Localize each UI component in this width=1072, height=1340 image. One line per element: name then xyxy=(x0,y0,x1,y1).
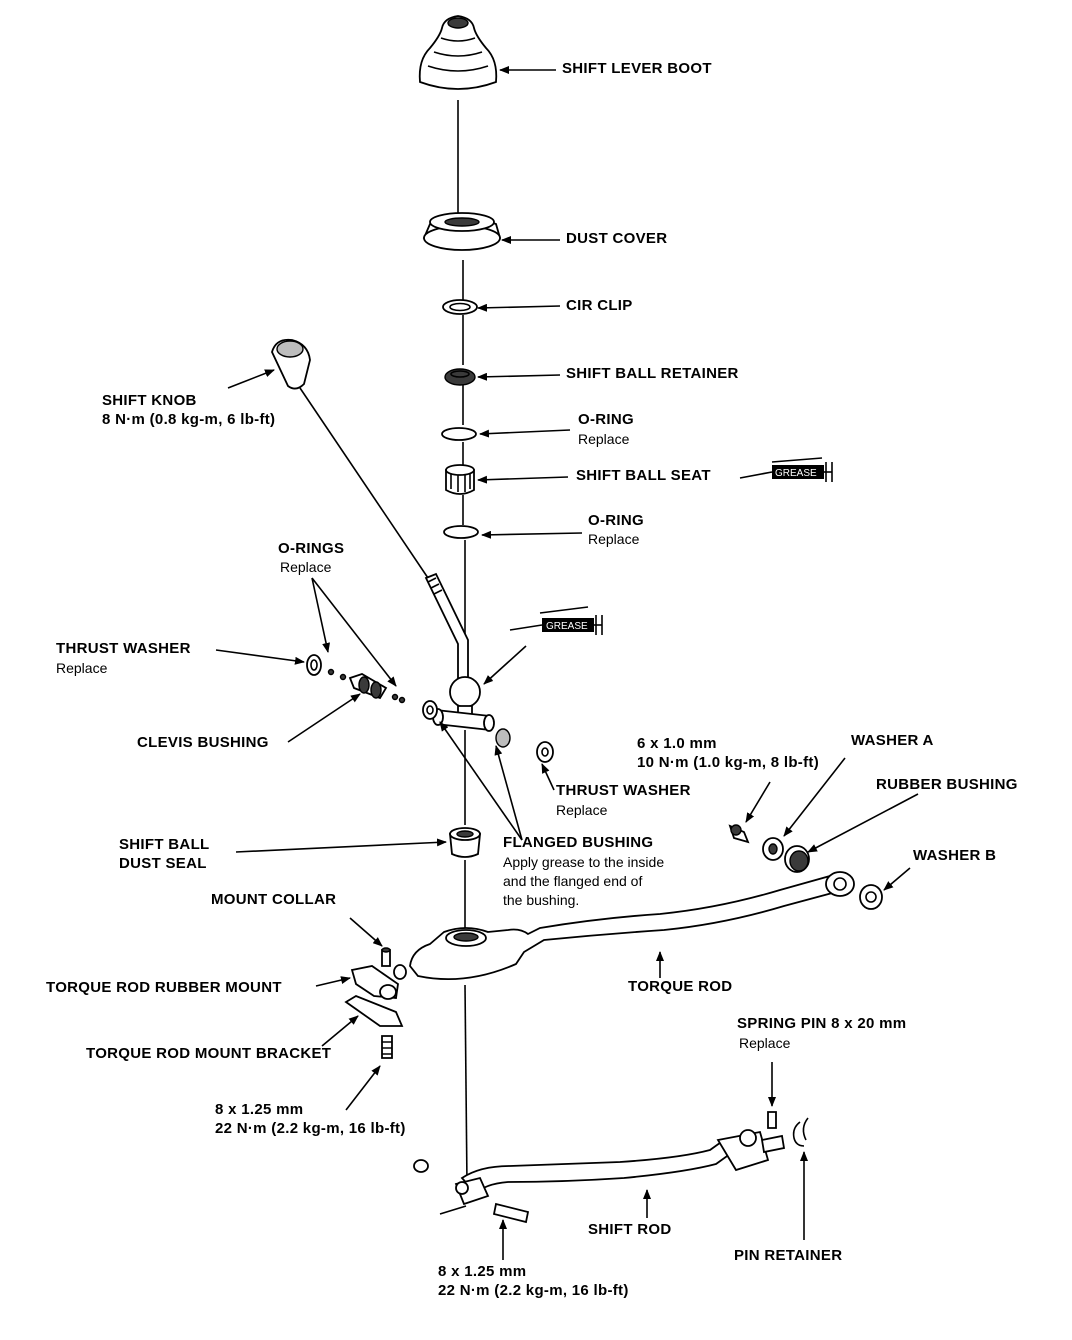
grease-gun-icon: GREASE xyxy=(739,457,833,482)
label-shift-ball-dust-seal-1: SHIFT BALL xyxy=(119,836,210,853)
shift-knob xyxy=(271,338,429,579)
shift-rod-assembly xyxy=(413,1111,809,1224)
label-flanged-bushing-note-3: the bushing. xyxy=(503,892,580,908)
o-ring-lower xyxy=(443,525,479,539)
label-o-ring-upper: O-RING xyxy=(578,411,634,428)
dust-cover xyxy=(422,212,502,251)
label-spring-pin-note: Replace xyxy=(739,1035,791,1051)
label-clevis-bushing: CLEVIS BUSHING xyxy=(137,734,269,751)
label-torque-rod: TORQUE ROD xyxy=(628,978,733,995)
label-bolt-8x125-top: 8 x 1.25 mm xyxy=(215,1101,304,1118)
shift-ball-seat xyxy=(445,464,475,495)
left-bushing-parts xyxy=(306,654,438,720)
label-o-rings-note: Replace xyxy=(280,559,332,575)
o-ring-upper xyxy=(441,427,477,441)
grease-gun-icon: GREASE xyxy=(509,606,603,635)
label-bolt-8x125-bottom-torque: 22 N·m (2.2 kg-m, 16 lb-ft) xyxy=(438,1282,629,1299)
label-dust-cover: DUST COVER xyxy=(566,230,668,247)
svg-text:GREASE: GREASE xyxy=(546,621,588,632)
label-pin-retainer: PIN RETAINER xyxy=(734,1247,843,1264)
shift-lever xyxy=(424,572,495,732)
label-bolt-8x125-bottom: 8 x 1.25 mm xyxy=(438,1263,527,1280)
shift-ball-dust-seal xyxy=(449,827,481,858)
label-torque-rod-mount-bracket: TORQUE ROD MOUNT BRACKET xyxy=(86,1045,332,1062)
label-o-ring-lower: O-RING xyxy=(588,512,644,529)
label-shift-knob-torque: 8 N·m (0.8 kg-m, 6 lb-ft) xyxy=(102,411,276,428)
label-bolt-8x125-top-torque: 22 N·m (2.2 kg-m, 16 lb-ft) xyxy=(215,1120,406,1137)
label-flanged-bushing-note-1: Apply grease to the inside xyxy=(503,854,665,870)
cir-clip xyxy=(442,299,478,315)
svg-text:GREASE: GREASE xyxy=(775,468,817,479)
label-flanged-bushing-note-2: and the flanged end of xyxy=(503,873,643,889)
label-o-ring-upper-note: Replace xyxy=(578,431,630,447)
label-mount-collar: MOUNT COLLAR xyxy=(211,891,337,908)
label-shift-ball-retainer: SHIFT BALL RETAINER xyxy=(566,365,739,382)
label-shift-rod: SHIFT ROD xyxy=(588,1221,672,1238)
label-flanged-bushing: FLANGED BUSHING xyxy=(503,834,654,851)
label-thrust-washer-left-note: Replace xyxy=(56,660,108,676)
label-shift-lever-boot: SHIFT LEVER BOOT xyxy=(562,60,712,77)
shift-ball-retainer xyxy=(444,368,476,386)
label-shift-knob: SHIFT KNOB xyxy=(102,392,197,409)
label-cir-clip: CIR CLIP xyxy=(566,297,633,314)
label-o-rings: O-RINGS xyxy=(278,540,345,557)
label-washer-a: WASHER A xyxy=(851,732,934,749)
torque-rod-end-parts xyxy=(728,824,883,910)
label-washer-b: WASHER B xyxy=(913,847,997,864)
torque-rod-mount-parts xyxy=(344,947,404,1059)
label-thrust-washer-right-note: Replace xyxy=(556,802,608,818)
label-rubber-bushing: RUBBER BUSHING xyxy=(876,776,1018,793)
label-thrust-washer-left: THRUST WASHER xyxy=(56,640,191,657)
label-thrust-washer-right: THRUST WASHER xyxy=(556,782,691,799)
label-o-ring-lower-note: Replace xyxy=(588,531,640,547)
leader-lines xyxy=(215,66,919,1260)
torque-rod-assembly xyxy=(393,871,855,980)
right-bushing-parts xyxy=(495,728,554,763)
label-shift-ball-seat: SHIFT BALL SEAT xyxy=(576,467,711,484)
center-axis-line xyxy=(457,100,468,1186)
label-bolt-6x1: 6 x 1.0 mm xyxy=(637,735,717,752)
label-bolt-6x1-torque: 10 N·m (1.0 kg-m, 8 lb-ft) xyxy=(637,754,819,771)
label-shift-ball-dust-seal-2: DUST SEAL xyxy=(119,855,207,872)
shift-lever-boot xyxy=(418,15,498,90)
label-spring-pin: SPRING PIN 8 x 20 mm xyxy=(737,1015,907,1032)
label-torque-rod-rubber-mount: TORQUE ROD RUBBER MOUNT xyxy=(46,979,282,996)
